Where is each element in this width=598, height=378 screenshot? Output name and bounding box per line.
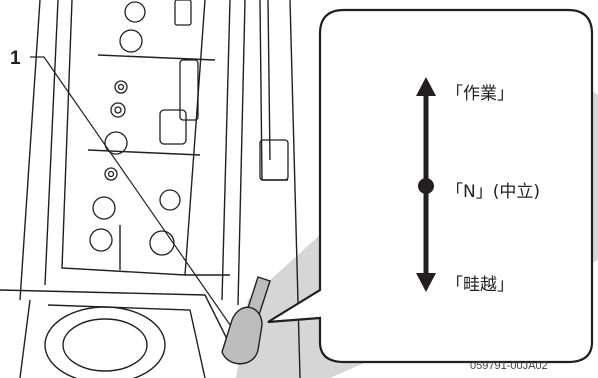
callout-number: 1	[10, 48, 21, 69]
panel-switches	[159, 0, 289, 181]
dashboard-panel	[0, 0, 301, 378]
position-label-neutral: 「N」(中立)	[446, 182, 540, 202]
callout-leader	[30, 56, 236, 333]
figure-code: 059791-00JA02	[470, 360, 548, 372]
cup-holder	[44, 306, 166, 378]
position-label-work: 「作業」	[446, 84, 514, 104]
panel-knobs	[89, 1, 181, 256]
arrow-up-icon	[416, 77, 436, 96]
lever	[221, 276, 271, 365]
neutral-dot	[418, 178, 434, 194]
arrow-down-icon	[416, 273, 436, 292]
position-label-ridge-crossing: 「畦越」	[446, 275, 514, 295]
